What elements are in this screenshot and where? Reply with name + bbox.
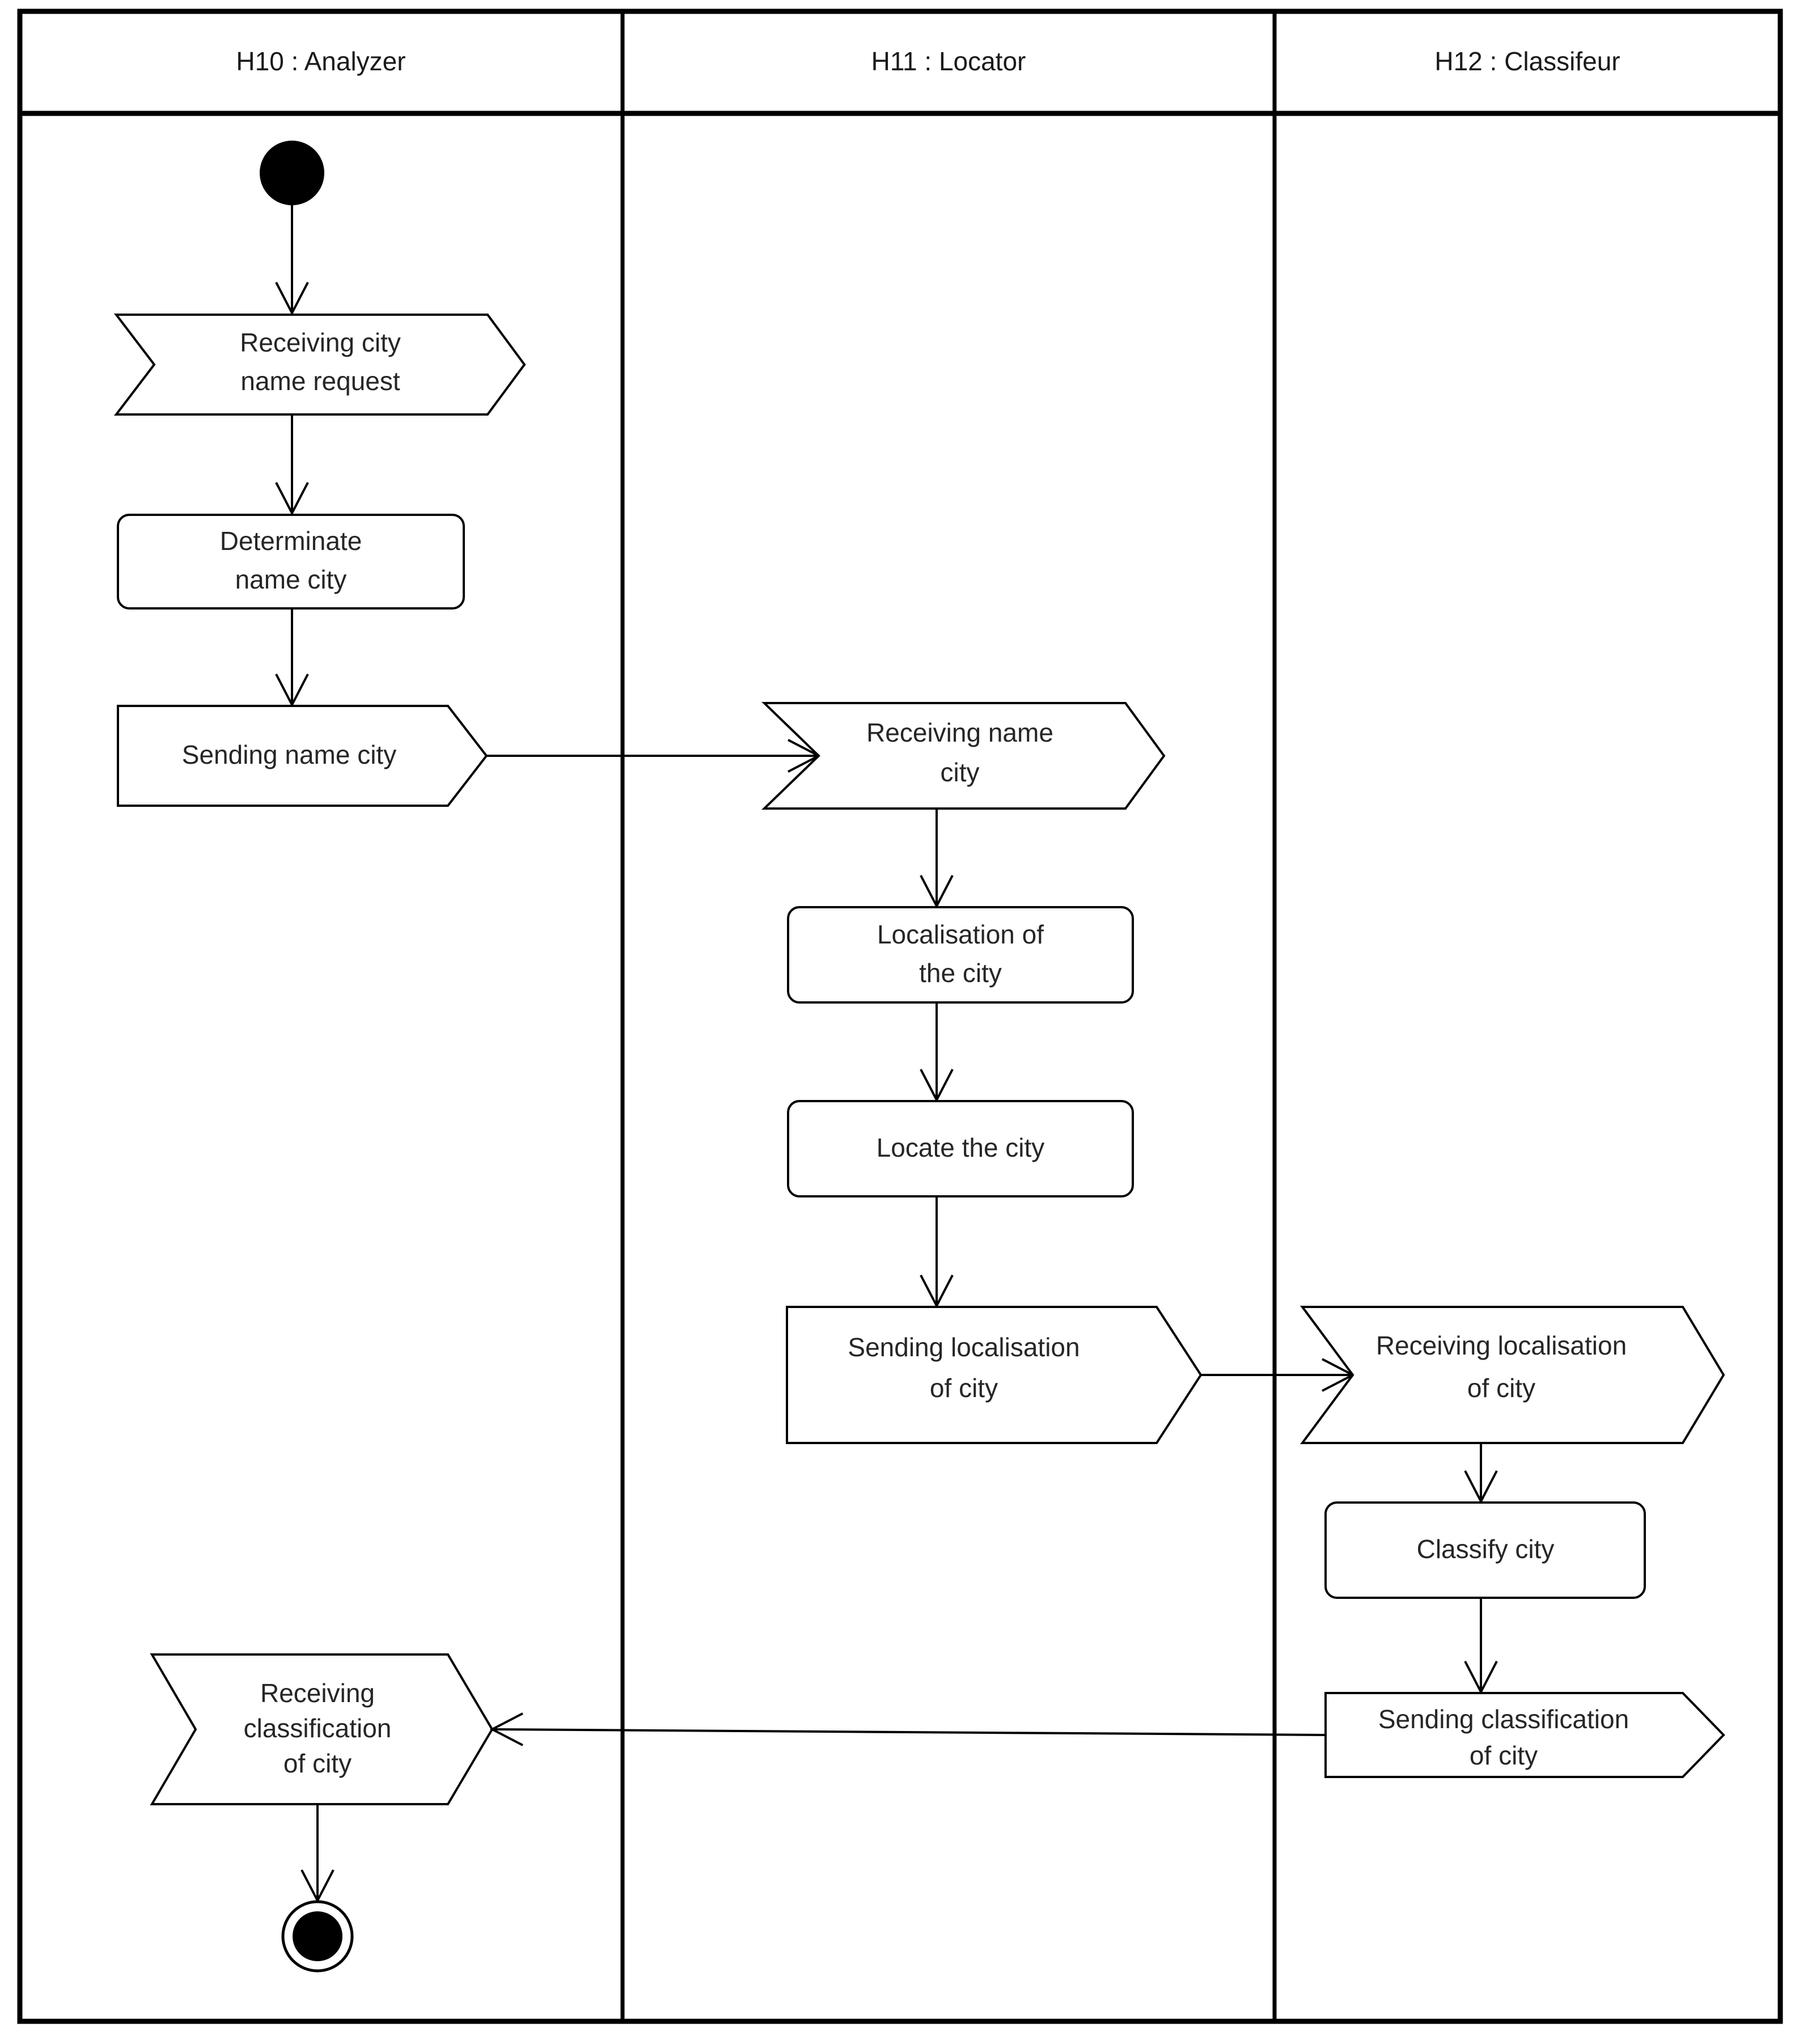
arrow-head-icon <box>275 482 309 516</box>
edge-classify-to-sending-classification <box>1464 1598 1498 1695</box>
node-label-line-2: the city <box>919 958 1002 988</box>
receive-signal-shape <box>1300 1306 1725 1444</box>
node-label-line-1: Receiving city <box>240 328 401 357</box>
node-label-line-2: name city <box>235 565 347 594</box>
node-receiving-classification-of-city[interactable]: Receiving classification of city <box>150 1653 494 1805</box>
receive-signal-shape <box>150 1653 494 1805</box>
lane-header-analyzer[interactable]: H10 : Analyzer <box>236 46 405 76</box>
send-signal-shape <box>786 1306 1203 1444</box>
edge-localisation-to-locate <box>920 1002 954 1103</box>
node-receiving-localisation-of-city[interactable]: Receiving localisation of city <box>1300 1306 1725 1444</box>
node-receiving-city-name-request[interactable]: Receiving city name request <box>113 314 526 416</box>
edge-line <box>492 1728 1326 1736</box>
node-label-line-1: Receiving localisation <box>1376 1331 1627 1360</box>
receive-signal-shape <box>113 314 526 416</box>
initial-node-circle <box>260 141 324 205</box>
node-label-line-1: Sending name city <box>182 740 396 769</box>
node-localisation-of-the-city[interactable]: Localisation of the city <box>787 906 1134 1004</box>
lane-header-locator[interactable]: H11 : Locator <box>871 46 1026 76</box>
node-label-line-2: of city <box>930 1373 998 1403</box>
send-signal-shape <box>117 705 488 807</box>
node-sending-localisation-of-city[interactable]: Sending localisation of city <box>786 1306 1203 1444</box>
lane-header-classifeur-label: H12 : Classifeur <box>1434 46 1620 76</box>
lane-header-analyzer-label: H10 : Analyzer <box>236 46 405 76</box>
arrow-head-icon <box>275 282 309 316</box>
node-label-line-2: name request <box>240 366 400 396</box>
action-rect-shape <box>787 906 1134 1004</box>
node-label-line-2: classification <box>244 1713 392 1743</box>
send-signal-shape <box>1324 1692 1725 1778</box>
node-label-line-1: Sending classification <box>1378 1704 1629 1734</box>
node-sending-name-city[interactable]: Sending name city <box>117 705 488 807</box>
final-node-outer-ring <box>281 1900 354 1973</box>
node-classify-city[interactable]: Classify city <box>1324 1501 1646 1599</box>
edge-sending-classification-to-receiving-classification <box>489 1712 1326 1746</box>
end-node[interactable] <box>281 1900 354 1973</box>
edge-receiving-request-to-determinate <box>275 414 309 516</box>
edge-locate-to-sending-localisation <box>920 1196 954 1309</box>
edge-receiving-name-to-localisation <box>920 809 954 909</box>
action-rect-shape <box>1324 1501 1646 1599</box>
node-locate-the-city[interactable]: Locate the city <box>787 1100 1134 1197</box>
node-label-line-1: Sending localisation <box>848 1332 1080 1362</box>
diagram-outer-border <box>17 9 1783 2024</box>
node-receiving-name-city[interactable]: Receiving name city <box>761 702 1166 810</box>
lane-header-locator-label: H11 : Locator <box>871 46 1026 76</box>
edge-sending-localisation-to-receiving-localisation <box>1201 1358 1356 1392</box>
node-label-line-2: of city <box>1467 1373 1535 1403</box>
edge-receiving-classification-to-end <box>300 1804 335 1903</box>
edge-start-to-receiving-request <box>275 205 309 316</box>
edge-sending-name-to-receiving-name <box>486 739 822 773</box>
action-rect-shape <box>787 1100 1134 1197</box>
edge-receiving-localisation-to-classify <box>1464 1443 1498 1504</box>
node-sending-classification-of-city[interactable]: Sending classification of city <box>1324 1692 1725 1778</box>
lane-header-classifeur[interactable]: H12 : Classifeur <box>1434 46 1620 76</box>
node-label-line-3: of city <box>283 1749 352 1778</box>
node-label-line-1: Localisation of <box>877 920 1044 949</box>
node-determinate-name-city[interactable]: Determinate name city <box>117 514 465 610</box>
edge-determinate-to-sending-name <box>275 608 309 708</box>
node-label-line-1: Determinate <box>220 526 362 556</box>
arrow-head-icon <box>489 1712 523 1746</box>
swimlane-frame <box>17 9 1783 2024</box>
node-label-line-2: city <box>941 757 980 787</box>
node-label-line-1: Receiving name <box>866 718 1053 747</box>
final-node-inner-disc <box>293 1911 342 1961</box>
node-label-line-1: Receiving <box>260 1678 375 1708</box>
start-node[interactable] <box>260 141 324 205</box>
receive-signal-shape <box>761 702 1166 810</box>
node-label-line-2: of city <box>1470 1741 1538 1770</box>
node-label-line-1: Classify city <box>1417 1534 1555 1564</box>
node-label-line-1: Locate the city <box>877 1133 1045 1162</box>
